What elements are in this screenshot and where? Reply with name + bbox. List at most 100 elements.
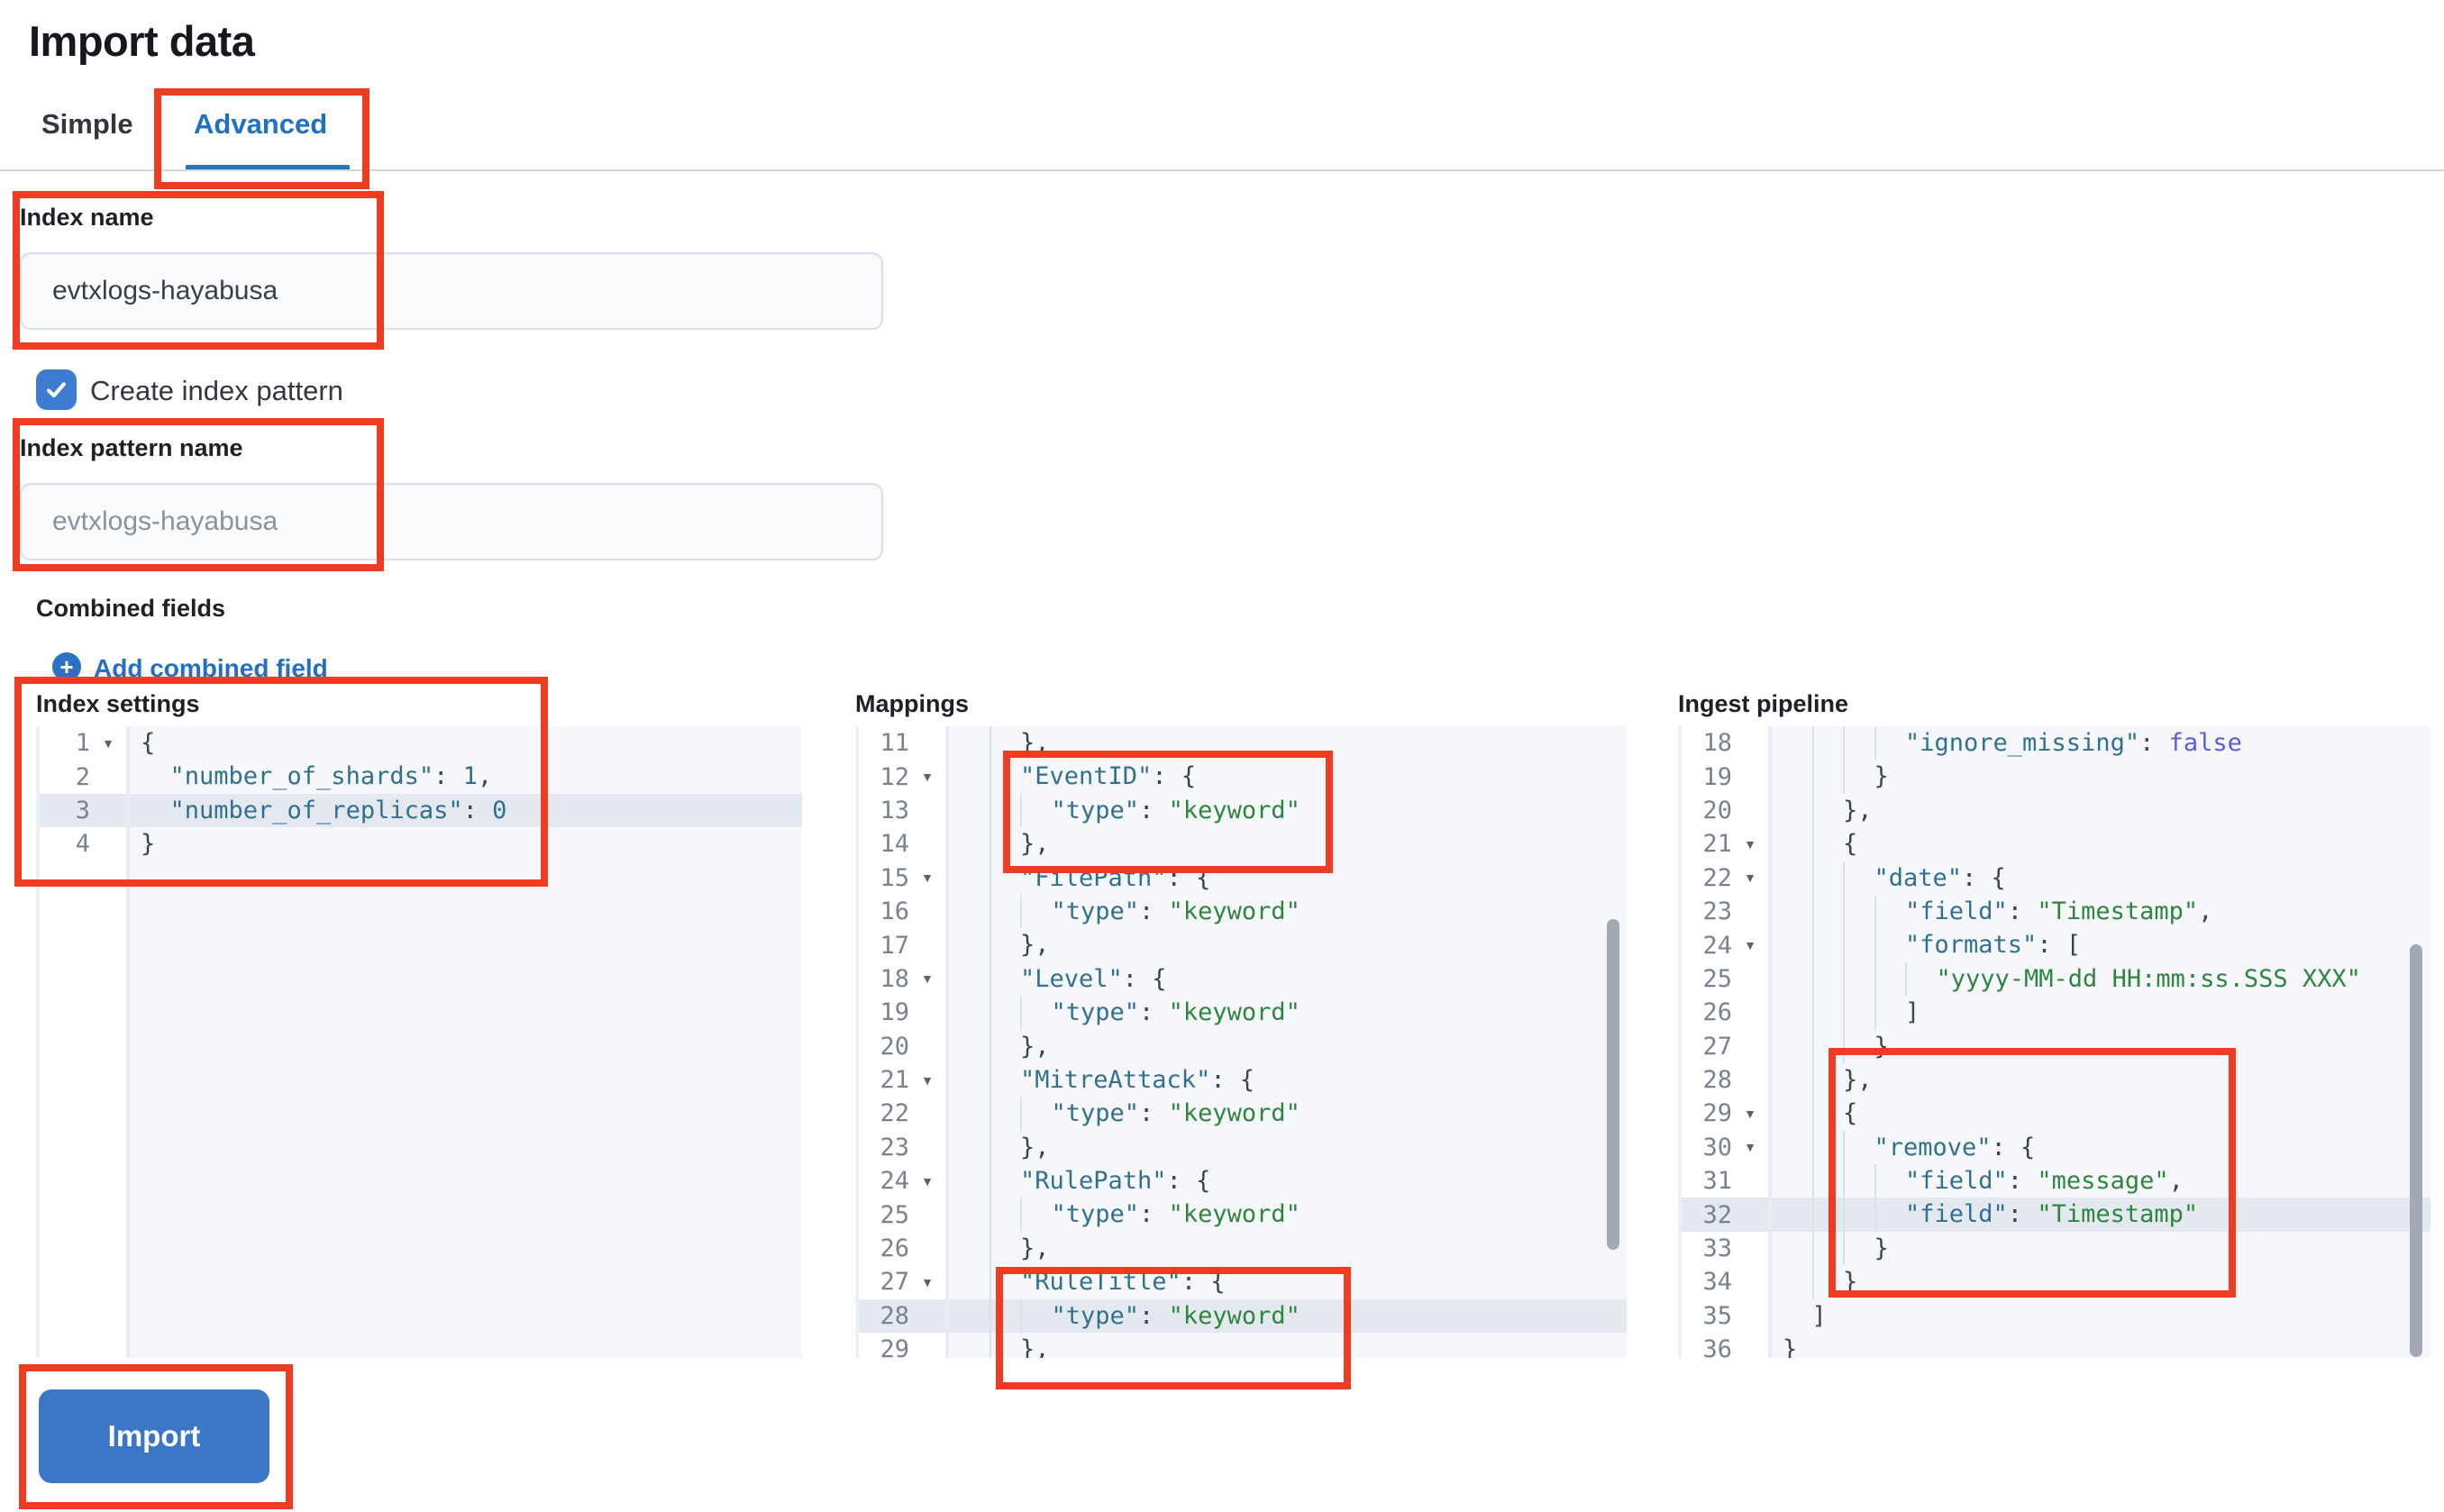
code-line[interactable]: "number_of_shards": 1, <box>169 762 493 791</box>
index-settings-label: Index settings <box>36 690 200 717</box>
code-line[interactable]: "ignore_missing": false <box>1772 726 2430 761</box>
line-number: 18 <box>1702 729 1732 758</box>
line-number: 23 <box>1702 897 1732 926</box>
fold-toggle-icon[interactable]: ▼ <box>921 971 934 987</box>
line-number: 33 <box>1702 1234 1732 1263</box>
code-line[interactable]: "field": "message", <box>1772 1164 2430 1198</box>
line-number: 25 <box>1702 964 1732 993</box>
editor-code[interactable]: { "number_of_shards": 1,"number_of_replic… <box>126 726 802 1358</box>
line-number: 16 <box>880 897 909 926</box>
code-line[interactable]: } <box>1772 760 2430 794</box>
code-line[interactable]: { <box>1772 827 2430 861</box>
line-number: 13 <box>880 796 909 824</box>
code-line[interactable]: "EventID": { <box>949 760 1627 794</box>
code-line[interactable]: "RulePath": { <box>949 1164 1627 1198</box>
code-line[interactable]: "date": { <box>1772 861 2430 895</box>
line-number: 26 <box>880 1234 909 1263</box>
code-line[interactable]: "type": "keyword" <box>949 793 1627 828</box>
code-line[interactable]: "MitreAttack": { <box>949 1062 1627 1098</box>
code-line[interactable]: }, <box>949 928 1627 962</box>
create-index-pattern-label: Create index pattern <box>90 375 343 406</box>
scrollbar-thumb[interactable] <box>2410 944 2422 1357</box>
line-number: 24 <box>880 1167 909 1196</box>
code-line[interactable]: { <box>1772 1097 2430 1131</box>
fold-toggle-icon[interactable]: ▼ <box>921 870 934 886</box>
code-line[interactable]: "type": "keyword" <box>949 1298 1627 1334</box>
code-line[interactable]: "FilePath": { <box>949 861 1627 895</box>
line-number: 20 <box>880 1032 909 1061</box>
scrollbar-thumb[interactable] <box>1607 919 1619 1250</box>
code-line[interactable]: "type": "keyword" <box>949 1097 1627 1131</box>
fold-toggle-icon[interactable]: ▼ <box>921 770 934 785</box>
editor-code[interactable]: },"EventID": {"type": "keyword"},"FilePa… <box>945 726 1627 1358</box>
code-line[interactable]: "RuleTitle": { <box>949 1265 1627 1299</box>
code-line[interactable]: } <box>1772 1029 2430 1063</box>
fold-toggle-icon[interactable]: ▼ <box>1744 938 1756 953</box>
code-line[interactable]: { <box>141 729 156 757</box>
fold-toggle-icon[interactable]: ▼ <box>1744 1140 1756 1155</box>
code-line[interactable]: "field": "Timestamp", <box>1772 894 2430 929</box>
code-line[interactable]: } <box>1783 1335 1798 1358</box>
code-line[interactable]: "field": "Timestamp" <box>1772 1198 2430 1232</box>
fold-toggle-icon[interactable]: ▼ <box>921 1072 934 1088</box>
code-line[interactable]: }, <box>1772 1062 2430 1098</box>
tab-advanced[interactable]: Advanced <box>194 108 328 140</box>
code-line[interactable]: }, <box>949 726 1627 761</box>
line-number: 35 <box>1702 1301 1732 1330</box>
plus-circle-icon[interactable]: + <box>52 652 81 681</box>
fold-toggle-icon[interactable]: ▼ <box>102 735 114 751</box>
tab-simple[interactable]: Simple <box>41 108 133 140</box>
code-line[interactable]: }, <box>949 1029 1627 1063</box>
code-line[interactable]: "number_of_replicas": 0 <box>130 793 802 828</box>
code-line[interactable]: }, <box>949 1333 1627 1358</box>
code-line[interactable]: }, <box>949 1130 1627 1165</box>
code-line[interactable]: "type": "keyword" <box>949 996 1627 1030</box>
code-line[interactable]: } <box>1772 1231 2430 1266</box>
line-number: 29 <box>880 1335 909 1358</box>
code-line[interactable]: }, <box>1772 793 2430 828</box>
index-name-input[interactable] <box>20 252 883 330</box>
line-number: 27 <box>880 1268 909 1297</box>
index-pattern-name-input[interactable] <box>20 483 883 560</box>
code-line[interactable]: }, <box>949 827 1627 861</box>
code-line[interactable]: "type": "keyword" <box>949 894 1627 929</box>
code-line[interactable]: }, <box>949 1231 1627 1266</box>
code-line[interactable]: } <box>1772 1265 2430 1299</box>
code-line[interactable]: ] <box>1772 996 2430 1030</box>
fold-toggle-icon[interactable]: ▼ <box>1744 870 1756 886</box>
fold-toggle-icon[interactable]: ▼ <box>1744 1106 1756 1121</box>
code-line[interactable]: ] <box>1811 1301 1827 1330</box>
line-number: 22 <box>1702 863 1732 892</box>
code-line[interactable]: "type": "keyword" <box>949 1198 1627 1232</box>
line-number: 19 <box>880 998 909 1027</box>
line-number: 23 <box>880 1133 909 1161</box>
line-number: 17 <box>880 931 909 960</box>
line-number: 36 <box>1702 1335 1732 1358</box>
add-combined-field-link[interactable]: Add combined field <box>94 654 328 682</box>
code-line[interactable]: "Level": { <box>949 961 1627 997</box>
code-line[interactable]: } <box>141 830 156 859</box>
index-name-label: Index name <box>20 204 154 231</box>
fold-toggle-icon[interactable]: ▼ <box>1744 836 1756 852</box>
check-icon <box>47 382 66 398</box>
line-number: 24 <box>1702 931 1732 960</box>
line-number: 12 <box>880 762 909 791</box>
code-line[interactable]: "remove": { <box>1772 1130 2430 1165</box>
create-index-pattern-checkbox[interactable] <box>36 369 77 410</box>
fold-toggle-icon[interactable]: ▼ <box>921 1274 934 1289</box>
line-number: 27 <box>1702 1032 1732 1061</box>
line-number: 32 <box>1702 1200 1732 1229</box>
line-number: 30 <box>1702 1133 1732 1161</box>
code-line[interactable]: "yyyy-MM-dd HH:mm:ss.SSS XXX" <box>1772 961 2430 997</box>
line-number: 3 <box>75 796 90 824</box>
import-button[interactable]: Import <box>39 1389 269 1483</box>
code-line[interactable]: "formats": [ <box>1772 928 2430 962</box>
editor-code[interactable]: "ignore_missing": false}},{"date": {"fie… <box>1768 726 2430 1358</box>
fold-toggle-icon[interactable]: ▼ <box>921 1173 934 1189</box>
